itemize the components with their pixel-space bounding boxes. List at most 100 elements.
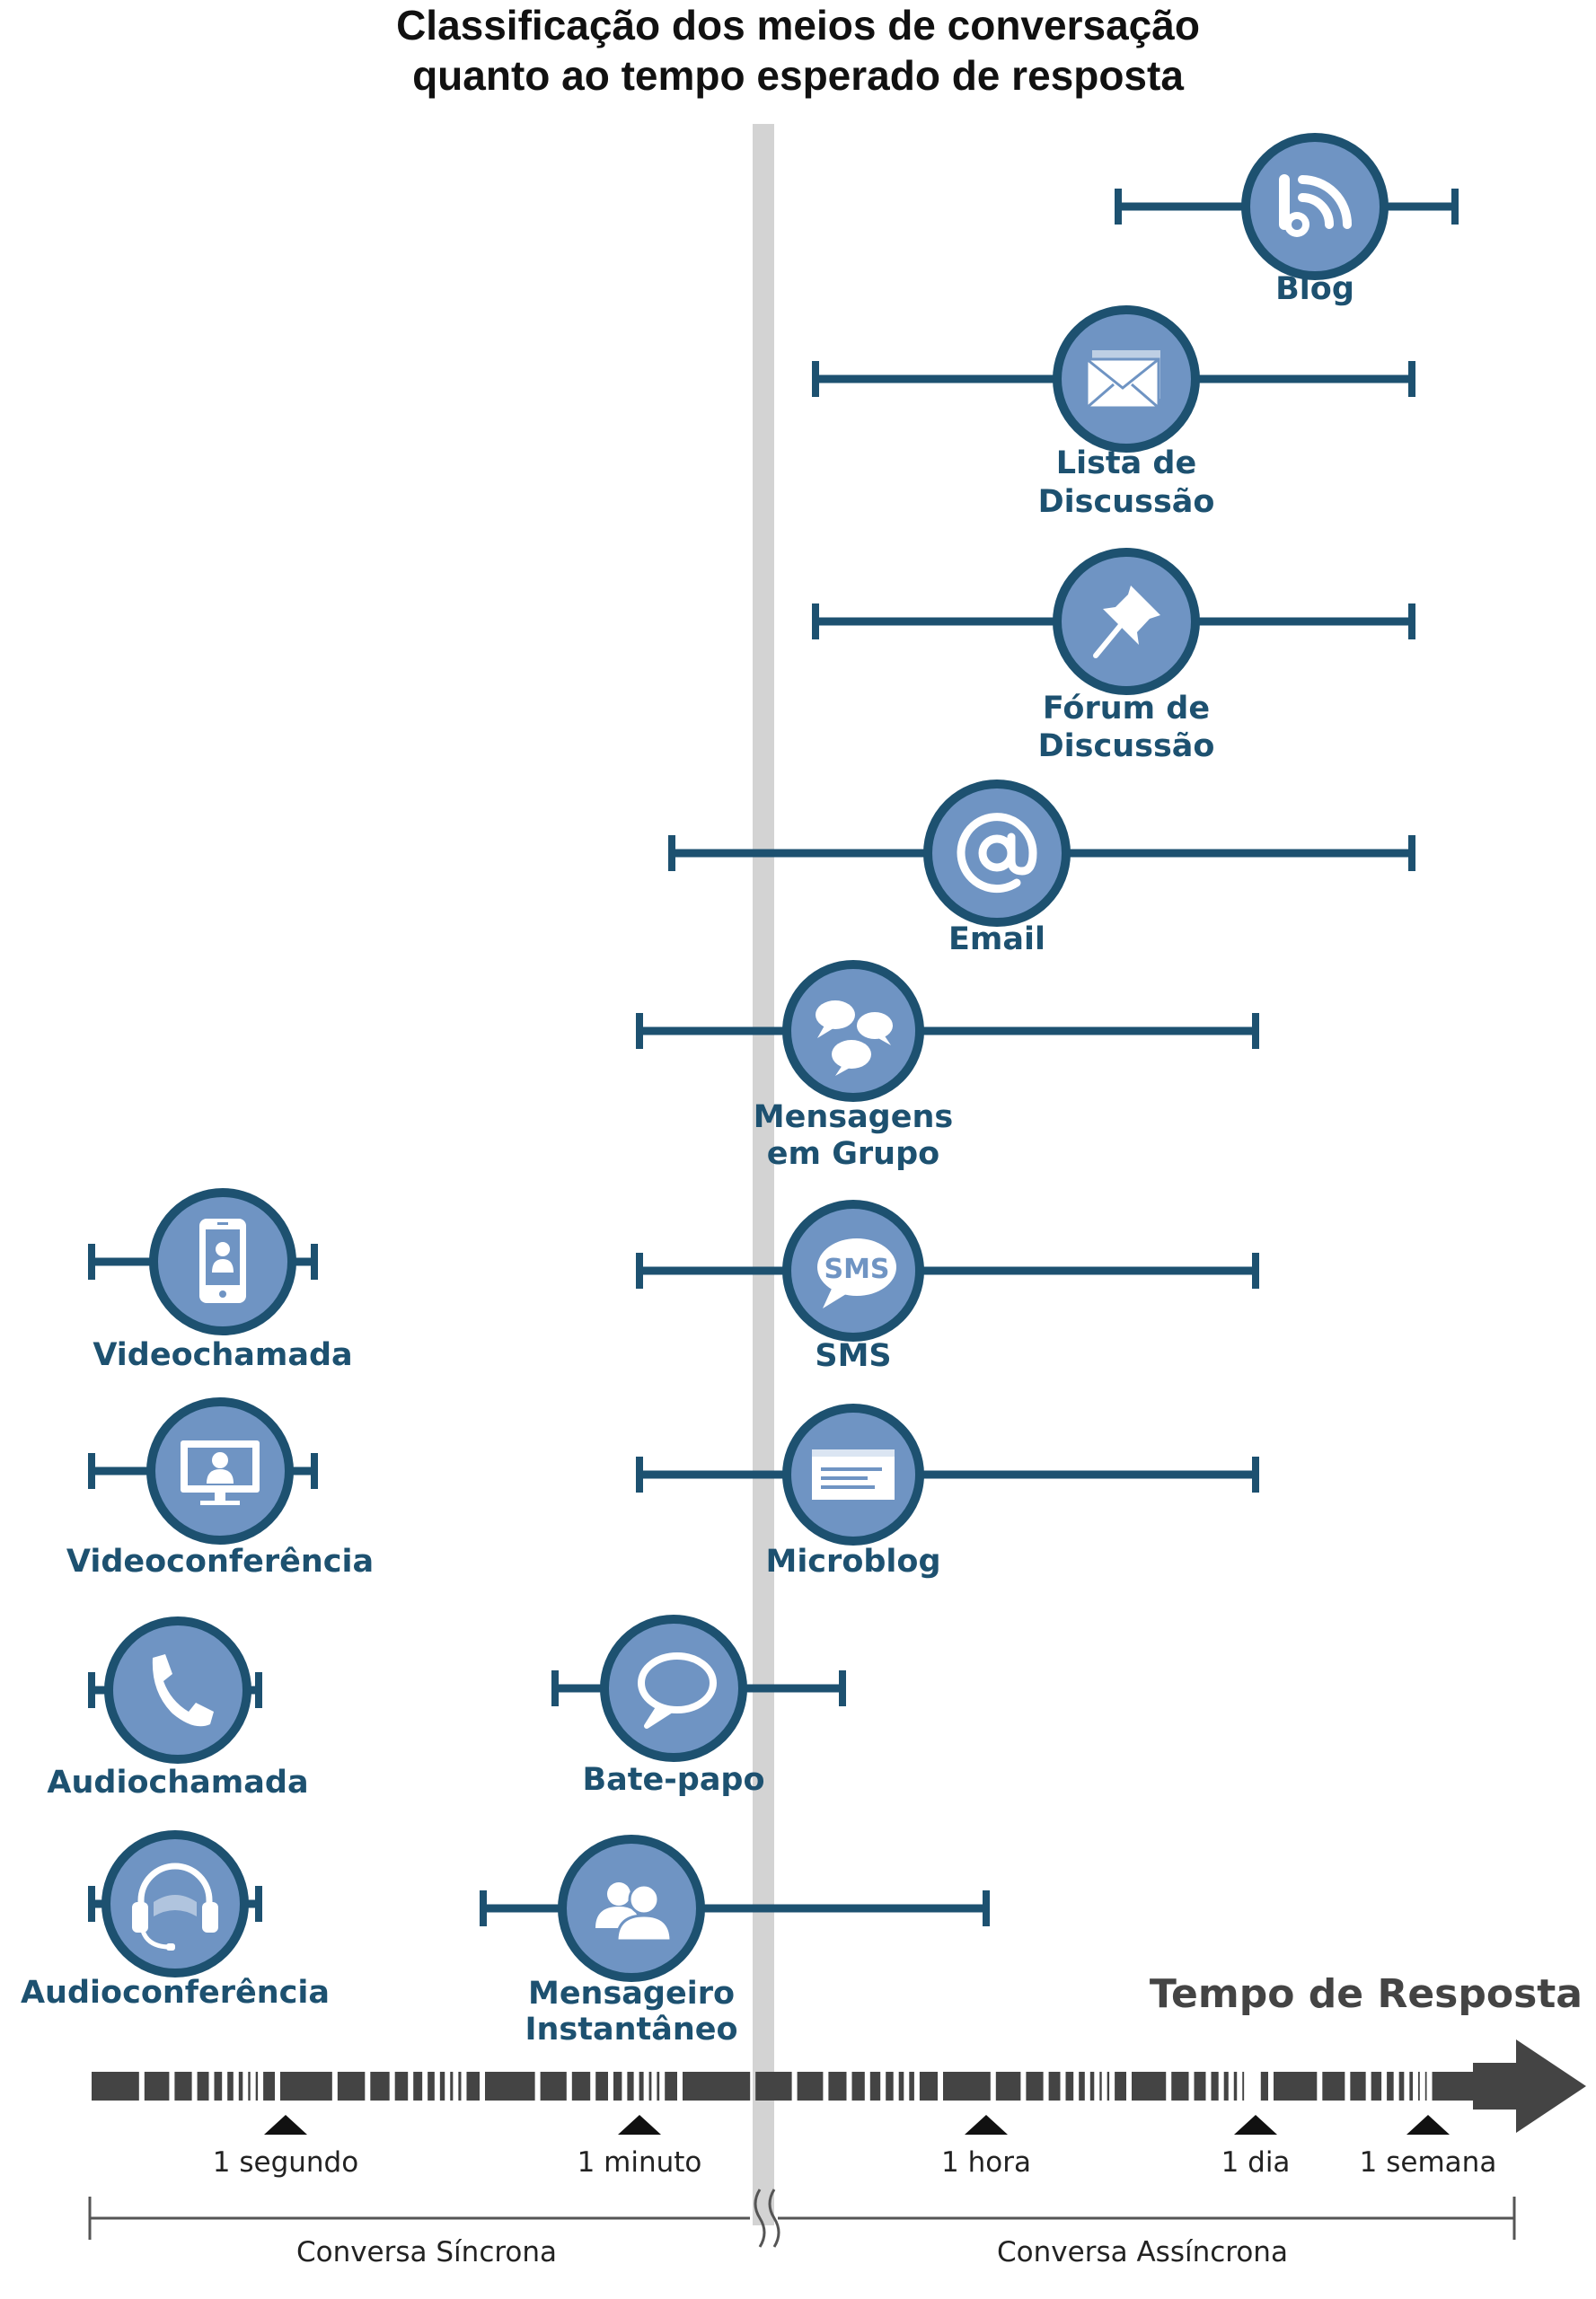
tick-marker xyxy=(264,2115,307,2135)
axis-segment xyxy=(909,2072,914,2101)
icon-circle xyxy=(600,1615,747,1762)
axis-segment xyxy=(851,2072,865,2101)
axis-segment xyxy=(263,2072,275,2101)
axis-segment xyxy=(627,2072,634,2101)
tick-label: 1 segundo xyxy=(213,2146,358,2179)
region-label-async: Conversa Assíncrona xyxy=(997,2236,1288,2268)
axis-break-mark xyxy=(768,2189,780,2248)
axis-segment xyxy=(797,2072,824,2101)
axis-segment xyxy=(197,2072,209,2101)
axis-segment xyxy=(540,2072,567,2101)
axis-title: Tempo de Resposta xyxy=(1150,1971,1583,2017)
axis-segment xyxy=(755,2072,792,2101)
medium-audiochamada: Audiochamada xyxy=(47,1616,309,1801)
axis-segment xyxy=(919,2072,938,2101)
axis-segment xyxy=(337,2072,366,2101)
axis-segment xyxy=(1048,2072,1061,2101)
medium-label: SMS xyxy=(815,1338,891,1374)
medium-label: Audioconferência xyxy=(21,1975,330,2011)
medium-batepapo: Bate-papo xyxy=(551,1615,846,1798)
tick-label: 1 hora xyxy=(941,2146,1031,2179)
axis-segment xyxy=(1274,2072,1318,2101)
medium-blog: Blog xyxy=(1115,133,1459,307)
axis-segment xyxy=(613,2072,622,2101)
axis-segment xyxy=(1223,2072,1229,2101)
axis-segment xyxy=(428,2072,435,2101)
axis-segment xyxy=(995,2072,1021,2101)
medium-label: Mensageiro xyxy=(528,1976,735,2012)
medium-audioconf: Audioconferência xyxy=(21,1830,330,2011)
tick-marker xyxy=(1234,2115,1277,2135)
axis-arrowhead xyxy=(1473,2039,1586,2133)
icon-circle xyxy=(1241,133,1389,280)
medium-label: Bate-papo xyxy=(582,1762,764,1798)
axis-segment xyxy=(248,2072,251,2101)
axis-segment xyxy=(1115,2072,1126,2101)
axis-segment xyxy=(1322,2072,1345,2101)
sync-async-separator xyxy=(753,124,774,2225)
medium-sms: SMS xyxy=(636,1200,1259,1374)
axis-segment xyxy=(466,2072,480,2101)
axis-segment xyxy=(1242,2072,1245,2101)
axis-segment xyxy=(886,2072,894,2101)
region-label-sync: Conversa Síncrona xyxy=(296,2236,557,2268)
axis-segment xyxy=(1079,2072,1085,2101)
axis-segment xyxy=(255,2072,259,2101)
axis-segment xyxy=(943,2072,991,2101)
axis-segment xyxy=(1260,2072,1268,2101)
axis-segment xyxy=(214,2072,223,2101)
axis-segment xyxy=(571,2072,591,2101)
axis-segment xyxy=(1409,2072,1414,2101)
smartphone-icon xyxy=(199,1219,246,1303)
axis-segment xyxy=(280,2072,332,2101)
axis-segment xyxy=(1437,2072,1518,2101)
axis-segment xyxy=(828,2072,847,2101)
axis-segment xyxy=(665,2072,677,2101)
medium-label: Email xyxy=(948,921,1045,957)
medium-label: Instantâneo xyxy=(525,2012,737,2048)
axis-segment xyxy=(1194,2072,1206,2101)
title-line-1: Classificação dos meios de conversação xyxy=(396,2,1200,48)
axis-segment xyxy=(1418,2072,1420,2101)
axis-segment xyxy=(1089,2072,1095,2101)
region-bracket: Conversa Síncrona Conversa Assíncrona xyxy=(88,2189,1516,2268)
envelope-icon xyxy=(1085,348,1162,410)
axis-segment xyxy=(485,2072,535,2101)
chart-title: Classificação dos meios de conversação q… xyxy=(0,0,1596,101)
axis-segment xyxy=(869,2072,881,2101)
axis-segment xyxy=(1233,2072,1238,2101)
axis-segment xyxy=(639,2072,644,2101)
tick-label: 1 semana xyxy=(1360,2146,1497,2179)
medium-label: Microblog xyxy=(765,1544,940,1580)
axis-segment xyxy=(238,2072,243,2101)
axis-segment xyxy=(1107,2072,1110,2101)
icon-circle xyxy=(923,780,1071,927)
axis-segment xyxy=(657,2072,660,2101)
medium-microblog: Microblog xyxy=(636,1404,1259,1580)
axis-segment xyxy=(1398,2072,1405,2101)
medium-label: Mensagens xyxy=(754,1099,953,1135)
axis-segment xyxy=(144,2072,170,2101)
axis-segment xyxy=(370,2072,390,2101)
tick-marker xyxy=(618,2115,661,2135)
axis-segment xyxy=(1065,2072,1074,2101)
axis-segment xyxy=(898,2072,904,2101)
axis-segment xyxy=(1211,2072,1219,2101)
medium-label: em Grupo xyxy=(767,1136,939,1172)
axis-segment xyxy=(458,2072,462,2101)
axis-segment xyxy=(92,2072,139,2101)
axis-segment xyxy=(174,2072,192,2101)
axis-segment xyxy=(439,2072,445,2101)
medium-label: Audiochamada xyxy=(47,1765,308,1801)
axis-segment xyxy=(648,2072,652,2101)
title-line-2: quanto ao tempo esperado de resposta xyxy=(412,52,1184,99)
axis-segment xyxy=(1132,2072,1167,2101)
medium-label: Discussão xyxy=(1038,484,1215,520)
axis-segment xyxy=(595,2072,608,2101)
tick-marker xyxy=(965,2115,1008,2135)
axis-segment xyxy=(1424,2072,1427,2101)
